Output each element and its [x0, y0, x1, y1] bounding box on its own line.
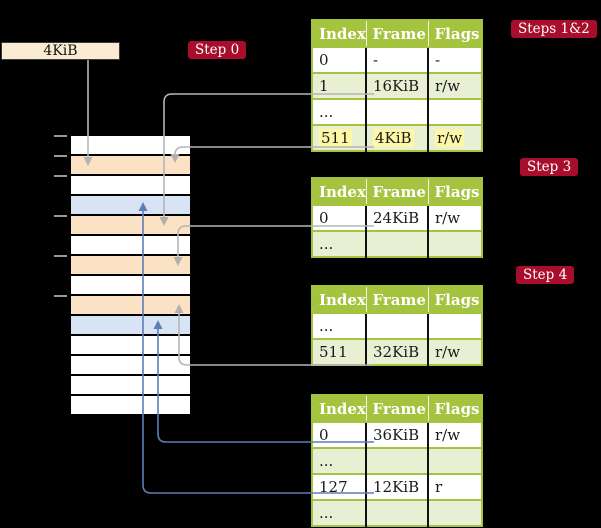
column-header-flags: Flags — [427, 286, 482, 313]
tick-mark — [54, 215, 67, 217]
table-row: 0 24KiB r/w — [312, 204, 482, 231]
tick-mark — [54, 295, 67, 297]
page-table-1: Index Frame Flags 0 - - 1 16KiB r/w ... … — [311, 19, 483, 152]
memory-frame-row-white — [71, 334, 190, 354]
table-row: ... — [312, 499, 482, 526]
memory-frame-row-white — [71, 174, 190, 194]
page-table-3: Index Frame Flags ... 511 32KiB r/w — [311, 285, 483, 366]
table-header-row: Index Frame Flags — [312, 286, 482, 313]
step-3-badge: Step 3 — [520, 158, 579, 176]
table-row: 0 36KiB r/w — [312, 421, 482, 448]
highlighted-value: 4KiB — [373, 129, 414, 147]
table-header-row: Index Frame Flags — [312, 20, 482, 47]
table-row: ... — [312, 230, 482, 257]
memory-frame-row-blue — [71, 314, 190, 334]
memory-frame-row-white — [71, 354, 190, 374]
column-header-index: Index — [312, 178, 366, 205]
column-header-frame: Frame — [365, 286, 428, 313]
memory-frame-row-blue — [71, 194, 190, 214]
column-header-flags: Flags — [427, 395, 482, 422]
step-4-badge: Step 4 — [516, 266, 575, 284]
column-header-frame: Frame — [365, 178, 428, 205]
table-row: 127 12KiB r — [312, 473, 482, 500]
memory-frame-row-white — [71, 374, 190, 394]
column-header-index: Index — [312, 286, 366, 313]
tick-mark — [54, 135, 67, 137]
table-row-highlighted: 511 4KiB r/w — [312, 124, 482, 151]
tick-mark — [54, 155, 67, 157]
table-row: ... — [312, 312, 482, 339]
steps-1-2-badge: Steps 1&2 — [511, 20, 597, 38]
table-header-row: Index Frame Flags — [312, 178, 482, 205]
memory-frame-row-peach — [71, 254, 190, 274]
memory-frame-row-peach — [71, 214, 190, 234]
memory-frame-row-white — [71, 136, 190, 154]
tick-mark — [54, 255, 67, 257]
table-row: ... — [312, 98, 482, 125]
step-0-badge: Step 0 — [188, 41, 247, 59]
column-header-frame: Frame — [365, 395, 428, 422]
memory-frame-row-peach — [71, 294, 190, 314]
table-row: ... — [312, 447, 482, 474]
column-header-index: Index — [312, 395, 366, 422]
memory-frame-row-white — [71, 394, 190, 414]
highlighted-value: r/w — [435, 129, 465, 147]
page-table-2: Index Frame Flags 0 24KiB r/w ... — [311, 177, 483, 258]
column-header-frame: Frame — [365, 20, 428, 47]
table-row: 511 32KiB r/w — [312, 338, 482, 365]
tick-mark — [54, 175, 67, 177]
memory-frame-row-white — [71, 234, 190, 254]
frame-size-box: 4KiB — [1, 42, 120, 60]
highlighted-value: 511 — [319, 129, 352, 147]
table-row: 1 16KiB r/w — [312, 72, 482, 99]
table-header-row: Index Frame Flags — [312, 395, 482, 422]
memory-frame-row-peach — [71, 154, 190, 174]
page-table-4: Index Frame Flags 0 36KiB r/w ... 127 12… — [311, 394, 483, 527]
column-header-flags: Flags — [427, 178, 482, 205]
physical-memory-column — [71, 136, 190, 414]
table-row: 0 - - — [312, 46, 482, 73]
column-header-index: Index — [312, 20, 366, 47]
memory-frame-row-white — [71, 274, 190, 294]
column-header-flags: Flags — [427, 20, 482, 47]
